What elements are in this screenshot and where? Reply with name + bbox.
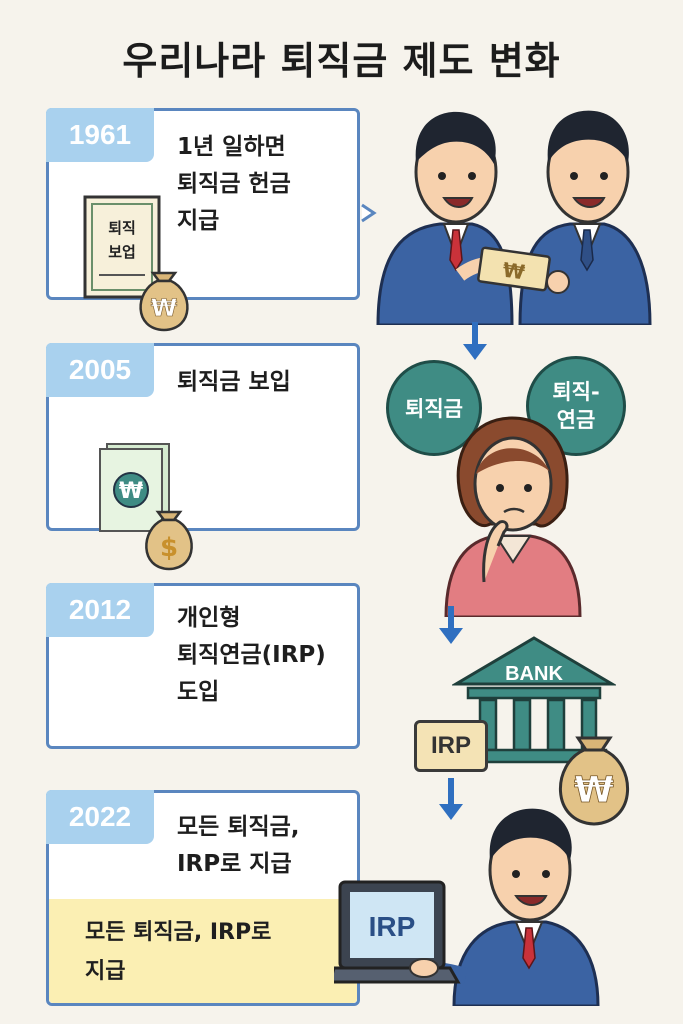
man-with-laptop-illustration: IRP [334,808,600,1006]
card-text: 퇴직금 보입 [177,369,291,395]
timeline-card-2005: 2005 퇴직금 보입 ₩ $ [46,343,360,571]
certificate-line-1: 퇴직 [108,219,136,237]
card-text: 1년 일하면 퇴직금 헌금 지급 [177,134,291,234]
irp-badge: IRP [414,720,488,772]
timeline-card-2012: 2012 개인형 퇴직연금(IRP) 도입 [46,583,360,749]
thinking-woman-illustration [444,416,582,617]
page-title: 우리나라 퇴직금 제도 변화 [122,39,561,83]
down-arrow-icon [439,606,463,644]
year-tab: 2005 [46,343,154,397]
currency-symbol: ₩ [501,258,526,285]
down-arrow-icon [439,778,463,820]
highlight-note: 모든 퇴직금, IRP로 지급 [49,899,357,1003]
card-text: 개인형 퇴직연금(IRP) 도입 [177,605,326,705]
certificate-icon: 퇴직 보업 [83,195,161,299]
money-bag-icon: $ [145,510,193,571]
year-tab: 2012 [46,583,154,637]
currency-symbol: ₩ [574,770,614,811]
card-text: 모든 퇴직금, IRP로 지급 [177,814,300,877]
down-arrow-icon [463,322,487,360]
currency-symbol: ₩ [119,479,143,504]
bank-label: BANK [505,663,563,685]
handshake-illustration: ₩ [361,110,652,325]
year-tab: 1961 [46,108,154,162]
dollar-symbol: $ [160,533,178,563]
severance-bubble: 퇴직금 [386,360,482,456]
certificate-line-2: 보업 [108,243,136,261]
currency-symbol: ₩ [151,294,178,322]
money-bag-icon: ₩ [559,736,629,826]
timeline-card-1961: 1961 1년 일하면 퇴직금 헌금 지급 퇴직 보업 ₩ [46,108,360,332]
money-bag-icon: ₩ [139,271,189,332]
year-tab: 2022 [46,790,154,844]
timeline-card-2022: 2022 모든 퇴직금, IRP로 지급 모든 퇴직금, IRP로 지급 [46,790,360,1006]
laptop-screen-text: IRP [369,911,416,942]
